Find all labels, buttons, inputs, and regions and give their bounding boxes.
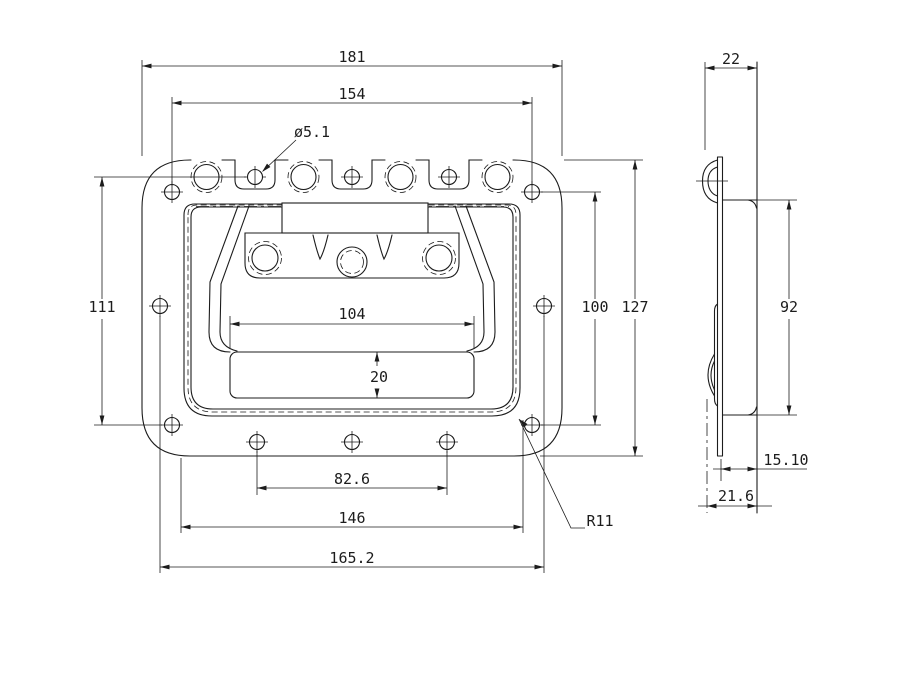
dim-grip-height: 20 — [370, 368, 388, 386]
recess-pan — [183, 203, 521, 417]
dim-left-hole-spacing: 111 — [88, 298, 115, 316]
dim-grip-width: 104 — [338, 305, 365, 323]
dim-recess-height: 92 — [780, 298, 798, 316]
dim-hole-callout: ø5.1 — [294, 123, 330, 141]
hinge-strap — [281, 202, 429, 234]
dim-bottom-hole-spacing: 82.6 — [334, 470, 370, 488]
top-edge-tab-1 — [221, 159, 289, 190]
handle-arms — [208, 205, 496, 353]
front-view — [141, 159, 563, 457]
rivets — [248, 241, 456, 278]
side-view — [696, 61, 758, 514]
dim-corner-radius: R11 — [586, 512, 613, 530]
dim-overall-height: 127 — [621, 298, 648, 316]
side-flange — [716, 156, 724, 457]
dim-outer-hole-spacing: 165.2 — [329, 549, 374, 567]
side-grip-profile — [707, 303, 719, 407]
spring-housing — [244, 232, 460, 279]
side-hinge-knuckle — [696, 159, 728, 204]
top-edge-tab-2 — [318, 159, 386, 190]
dim-hole-row-width: 154 — [338, 85, 365, 103]
handle-grip — [229, 351, 475, 399]
side-dimensions: 22 92 15.10 21.6 — [698, 50, 809, 513]
dim-overall-thickness: 21.6 — [718, 487, 754, 505]
dim-overall-width: 181 — [338, 48, 365, 66]
dim-recess-depth: 15.10 — [763, 451, 808, 469]
top-edge-tab-3 — [415, 159, 483, 190]
front-dimensions: 181 154 ø5.1 111 100 127 104 2 — [88, 48, 649, 573]
dim-right-hole-spacing: 100 — [581, 298, 608, 316]
side-recess-pan — [721, 61, 758, 514]
dim-recess-width: 146 — [338, 509, 365, 527]
dim-overall-depth: 22 — [722, 50, 740, 68]
flange-outline — [141, 159, 563, 457]
springs — [312, 234, 393, 261]
